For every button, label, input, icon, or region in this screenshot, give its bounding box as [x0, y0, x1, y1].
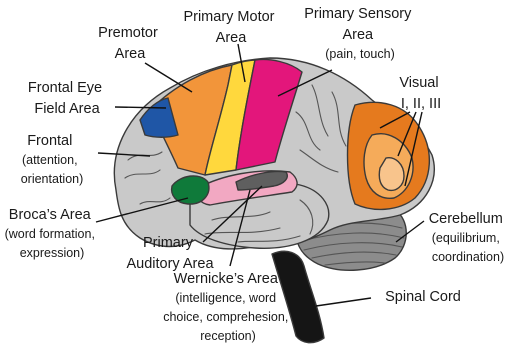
label-line: Primary Sensory [304, 6, 412, 22]
label-primary-sensory: Primary Sensory Area (pain, touch) [304, 5, 416, 61]
label-line: orientation) [21, 172, 84, 186]
label-line: (word formation, [5, 227, 95, 241]
label-line: choice, comprehesion, [163, 310, 288, 324]
region-broca [172, 176, 209, 204]
label-frontal: Frontal (attention, orientation) [21, 132, 84, 186]
label-line: expression) [20, 246, 85, 260]
label-line: (intelligence, word [175, 291, 276, 305]
label-line: Cerebellum [429, 211, 503, 227]
label-line: Area [115, 46, 147, 62]
label-broca: Broca’s Area (word formation, expression… [5, 206, 100, 260]
label-line: reception) [200, 329, 256, 343]
label-line: Field Area [34, 101, 100, 117]
label-line: Broca’s Area [9, 207, 92, 223]
label-line: Area [342, 27, 374, 43]
label-line: Wernicke’s Area [174, 271, 279, 287]
label-cerebellum: Cerebellum (equilibrium, coordination) [429, 210, 508, 264]
label-line: Spinal Cord [385, 289, 461, 305]
label-frontal-eye: Frontal Eye Field Area [28, 80, 106, 117]
label-line: Premotor [98, 25, 158, 41]
label-line: Area [216, 30, 248, 46]
label-line: Frontal Eye [28, 80, 102, 96]
label-line: (attention, [22, 153, 78, 167]
label-line: Auditory Area [126, 256, 214, 272]
label-line: (equilibrium, [432, 231, 500, 245]
label-line: Primary Motor [183, 9, 274, 25]
label-spinal-cord: Spinal Cord [385, 289, 461, 305]
label-line: Frontal [27, 133, 72, 149]
label-line: coordination) [432, 250, 504, 264]
label-primary-motor: Primary Motor Area [183, 9, 278, 46]
label-visual: Visual I, II, III [399, 75, 442, 112]
label-wernicke: Wernicke’s Area (intelligence, word choi… [163, 270, 293, 343]
label-line: (pain, touch) [325, 47, 394, 61]
label-line: Visual [399, 75, 438, 91]
label-line: I, II, III [401, 96, 441, 112]
label-premotor: Premotor Area [98, 25, 162, 62]
label-line: Primary [143, 235, 194, 251]
